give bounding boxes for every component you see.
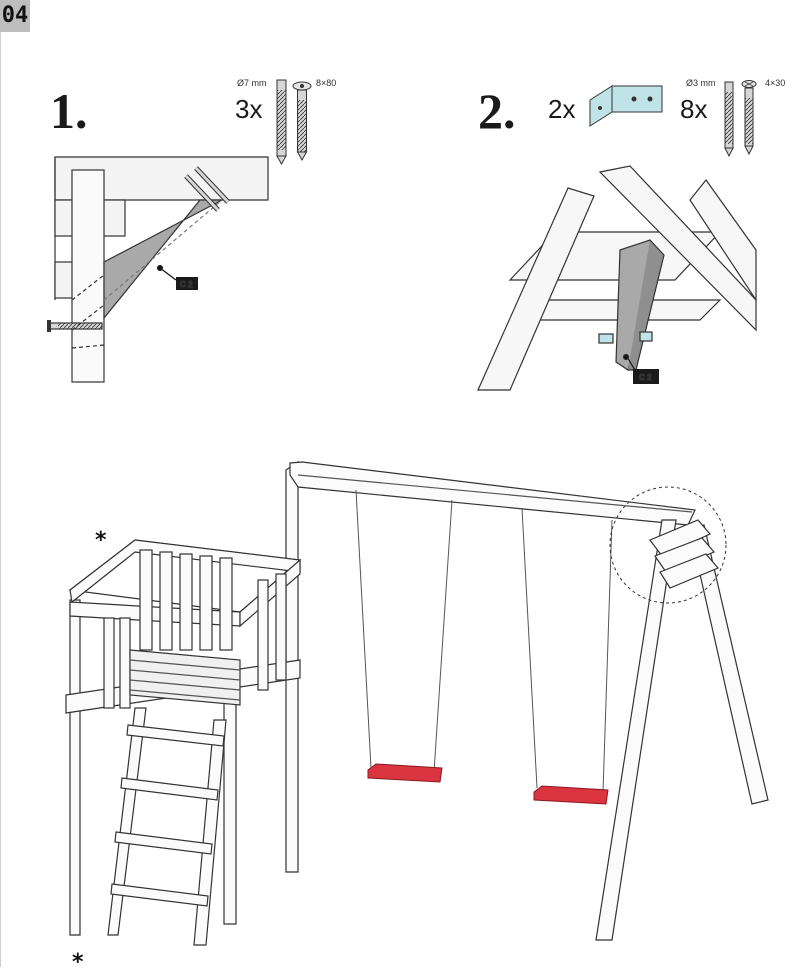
step-2-angle-bracket-icon (589, 85, 663, 127)
step-2-number: 2. (478, 83, 516, 139)
detail-highlight-circle (609, 486, 727, 604)
step-1-top-screws-icon (184, 166, 230, 212)
step-2-screw-size: 4×30 (765, 78, 786, 88)
step-1-number: 1. (50, 83, 88, 139)
page-edge-line (0, 32, 1, 967)
step-2-screw-quantity: 8x (680, 94, 708, 124)
step-2-bracket-quantity: 2x (548, 94, 576, 124)
step-1-lag-screw-icon (47, 320, 103, 332)
step-2-detail: C 2 (477, 165, 757, 391)
step-2-part-label: C 2 (639, 373, 652, 382)
step-1-screw-diameter: Ø7 mm (237, 78, 267, 88)
step-1-part-label: C 2 (180, 280, 193, 289)
step-2-screw-icon (724, 80, 757, 158)
swing-set-overview (65, 460, 769, 946)
step-1-detail: C 2 (47, 156, 269, 383)
step-1-screw-icon (276, 79, 312, 166)
page-number: 04 (0, 0, 30, 32)
swing-seat-right (533, 785, 609, 805)
swing-seat-left (367, 763, 443, 783)
footnote-asterisk: * (72, 950, 84, 975)
step-1-screw-quantity: 3x (235, 94, 263, 124)
step-1-screw-size: 8×80 (316, 78, 337, 88)
step-2-screw-diameter: Ø3 mm (686, 78, 716, 88)
asterisk-marker: * (95, 528, 107, 553)
